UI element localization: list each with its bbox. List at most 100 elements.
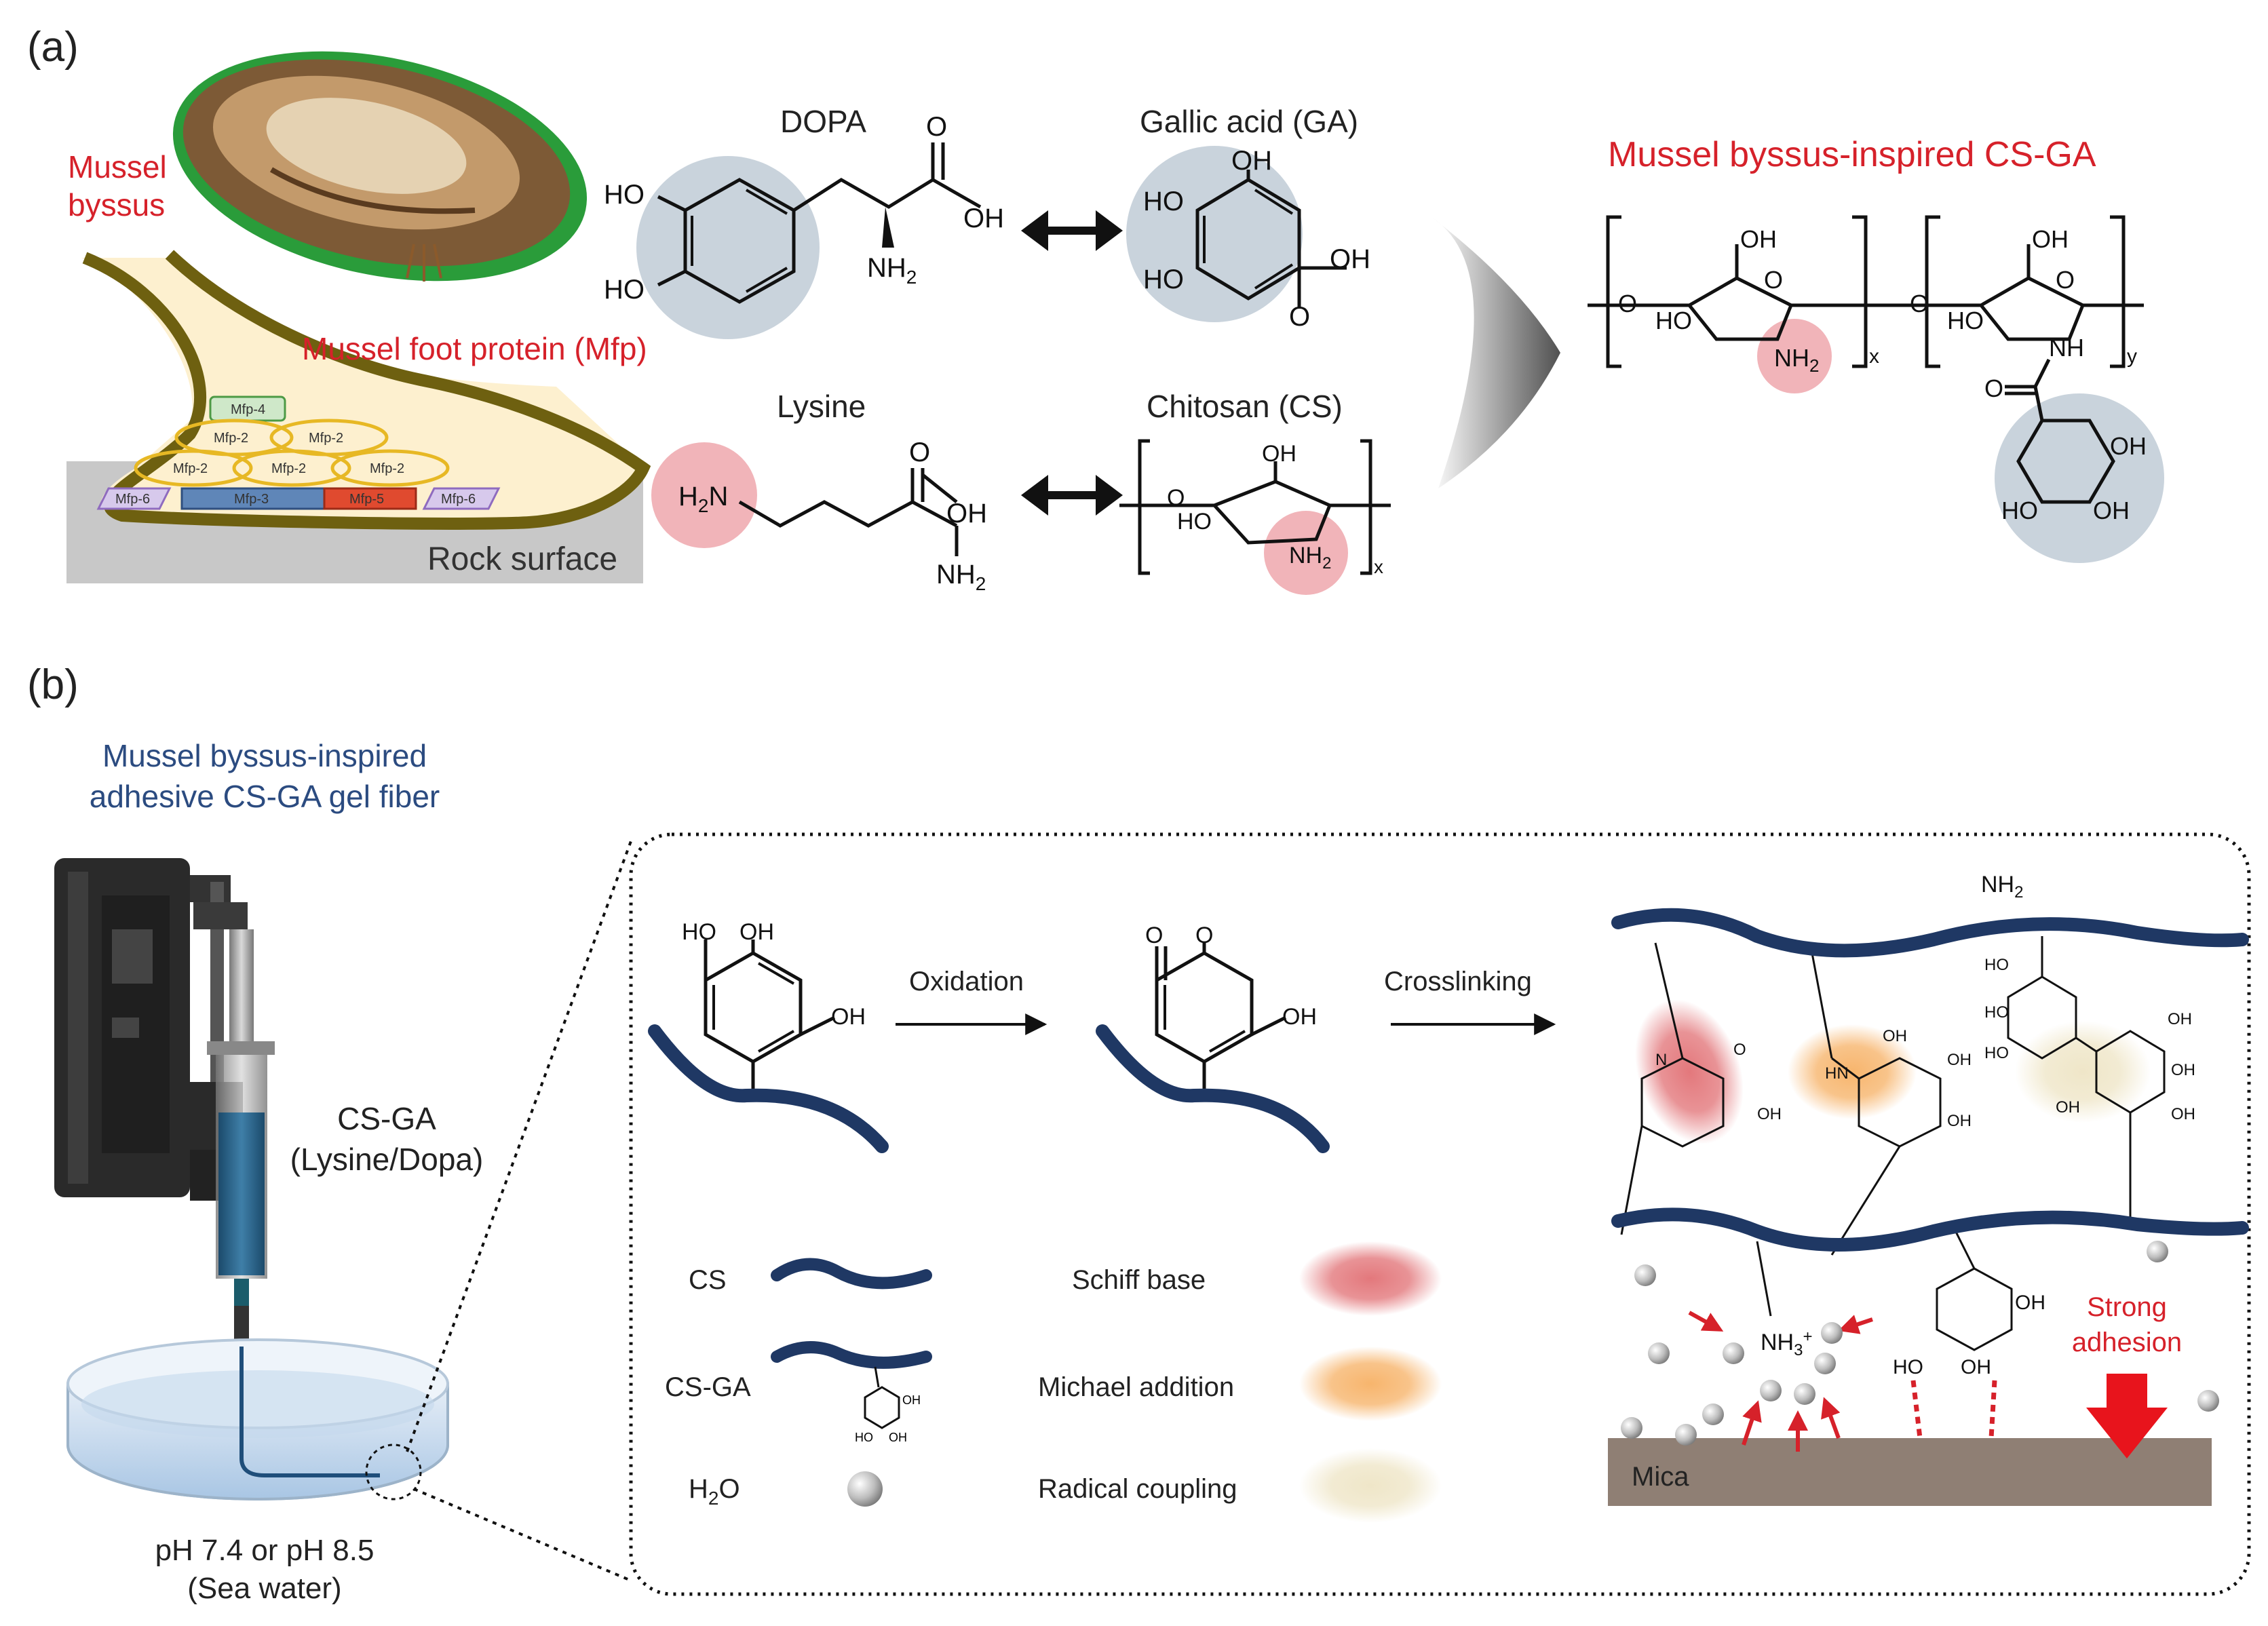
schiff-base-label: Schiff base (1072, 1265, 1206, 1295)
atom-label: OH (2032, 225, 2069, 253)
atom-label: NH2 (867, 253, 917, 288)
schiff-base-swatch (1299, 1241, 1442, 1316)
result-title: Mussel byssus-inspired CS-GA (1608, 135, 2096, 174)
atom-label: OH (1330, 244, 1370, 274)
atom-label: OH (831, 1004, 866, 1030)
radical-coupling-swatch (1299, 1448, 1442, 1523)
atom-label: HO (604, 180, 645, 210)
atom-label: OH (963, 204, 1004, 233)
atom-label: OH (739, 919, 774, 945)
radical-coupling-highlight (2015, 1021, 2151, 1123)
atom-label: OH (1282, 1004, 1317, 1030)
water-molecules (1621, 1241, 2219, 1446)
atom-label: OH (2168, 1010, 2192, 1028)
legend-cs-label: CS (689, 1265, 727, 1295)
atom-label: NH2 (1289, 543, 1331, 573)
lysine-structure (651, 442, 959, 556)
mica-label: Mica (1632, 1462, 1689, 1492)
protein-label: Mfp-3 (234, 492, 269, 507)
quinone-structure (1096, 943, 1330, 1153)
atom-label: NH (2049, 334, 2084, 362)
atom-label: HO (1655, 307, 1692, 334)
atom-label: O (1984, 374, 2003, 402)
atom-label: OH (1947, 1112, 1972, 1130)
protein-label: Mfp-2 (309, 431, 343, 446)
atom-label: O (1145, 923, 1163, 948)
byssus-plaque (66, 250, 651, 583)
atom-label: OH (902, 1393, 921, 1407)
csga-structure (1588, 215, 2164, 563)
petri-dish-icon (66, 1338, 449, 1501)
atom-label: O (1764, 266, 1783, 294)
cs-fiber-bottom (1611, 1207, 2249, 1252)
protein-label: Mfp-6 (441, 492, 476, 507)
atom-label: OH (2110, 432, 2147, 460)
atom-label: O (1618, 290, 1637, 317)
atom-label: x (1374, 556, 1383, 577)
michael-addition-highlight (1788, 1024, 1917, 1119)
michael-addition-swatch (1299, 1347, 1442, 1421)
atom-label: HO (1984, 1044, 2009, 1062)
dopa-title: DOPA (780, 104, 866, 139)
gray-arrow-icon (1431, 217, 1560, 488)
atom-label: O (926, 112, 947, 142)
legend-csga-fiber (771, 1341, 932, 1369)
atom-label: HN (1825, 1064, 1849, 1083)
michael-addition-label: Michael addition (1038, 1372, 1234, 1402)
protein-label: Mfp-2 (370, 461, 404, 476)
nh3-label: NH3+ (1761, 1328, 1812, 1359)
atom-label: O (909, 438, 930, 467)
atom-label: OH (1883, 1027, 1907, 1045)
gallol-structure (648, 940, 889, 1153)
atom-label: HO (1143, 265, 1184, 294)
mica-surface (1608, 1438, 2212, 1506)
atom-label: O (2056, 266, 2075, 294)
crosslink-network (1620, 936, 2166, 1351)
crosslinking-label: Crosslinking (1384, 967, 1532, 996)
oxidation-label: Oxidation (909, 967, 1024, 996)
atom-label: HO (1143, 187, 1184, 216)
ga-structure (1126, 146, 1347, 322)
atom-label: OH (1231, 146, 1272, 176)
down-arrow-icon (2086, 1374, 2168, 1458)
atom-label: HO (855, 1431, 873, 1444)
atom-label: OH (889, 1431, 907, 1444)
syringe-label: CS-GA(Lysine/Dopa) (290, 1101, 484, 1177)
ph-label: pH 7.4 or pH 8.5(Sea water) (155, 1534, 374, 1605)
atom-label: HO (2001, 497, 2038, 524)
legend-cs-fiber (771, 1258, 932, 1290)
syringe-icon (207, 929, 275, 1347)
schiff-base-highlight (1635, 999, 1744, 1144)
atom-label: N (1655, 1051, 1667, 1069)
rock-surface-label: Rock surface (427, 541, 617, 577)
atom-label: H2N (678, 482, 728, 516)
atom-label: OH (2093, 497, 2130, 524)
atom-label: OH (946, 499, 987, 528)
atom-label: OH (1262, 441, 1296, 467)
legend-csga-label: CS-GA (665, 1372, 751, 1402)
atom-label: NH2 (936, 560, 986, 594)
protein-label: Mfp-2 (271, 461, 306, 476)
atom-label: HO (682, 919, 716, 945)
chitosan-structure (1119, 439, 1391, 595)
protein-label: Mfp-5 (349, 492, 384, 507)
protein-label: Mfp-2 (173, 461, 208, 476)
cs-fiber-top (1611, 908, 2249, 958)
atom-label: OH (2056, 1098, 2080, 1117)
atom-label: HO (1177, 509, 1212, 535)
radical-coupling-label: Radical coupling (1038, 1474, 1237, 1504)
zoom-line (406, 840, 632, 1452)
atom-label: y (2127, 345, 2137, 368)
double-arrow-icon (1021, 210, 1123, 251)
protein-label: Mfp-2 (214, 431, 248, 446)
atom-label: O (1167, 485, 1185, 511)
atom-label: O (1910, 290, 1929, 317)
atom-label: x (1869, 345, 1879, 368)
nh2-top-label: NH2 (1981, 872, 2023, 902)
atom-label: O (1289, 302, 1310, 332)
dopa-structure (636, 142, 982, 339)
